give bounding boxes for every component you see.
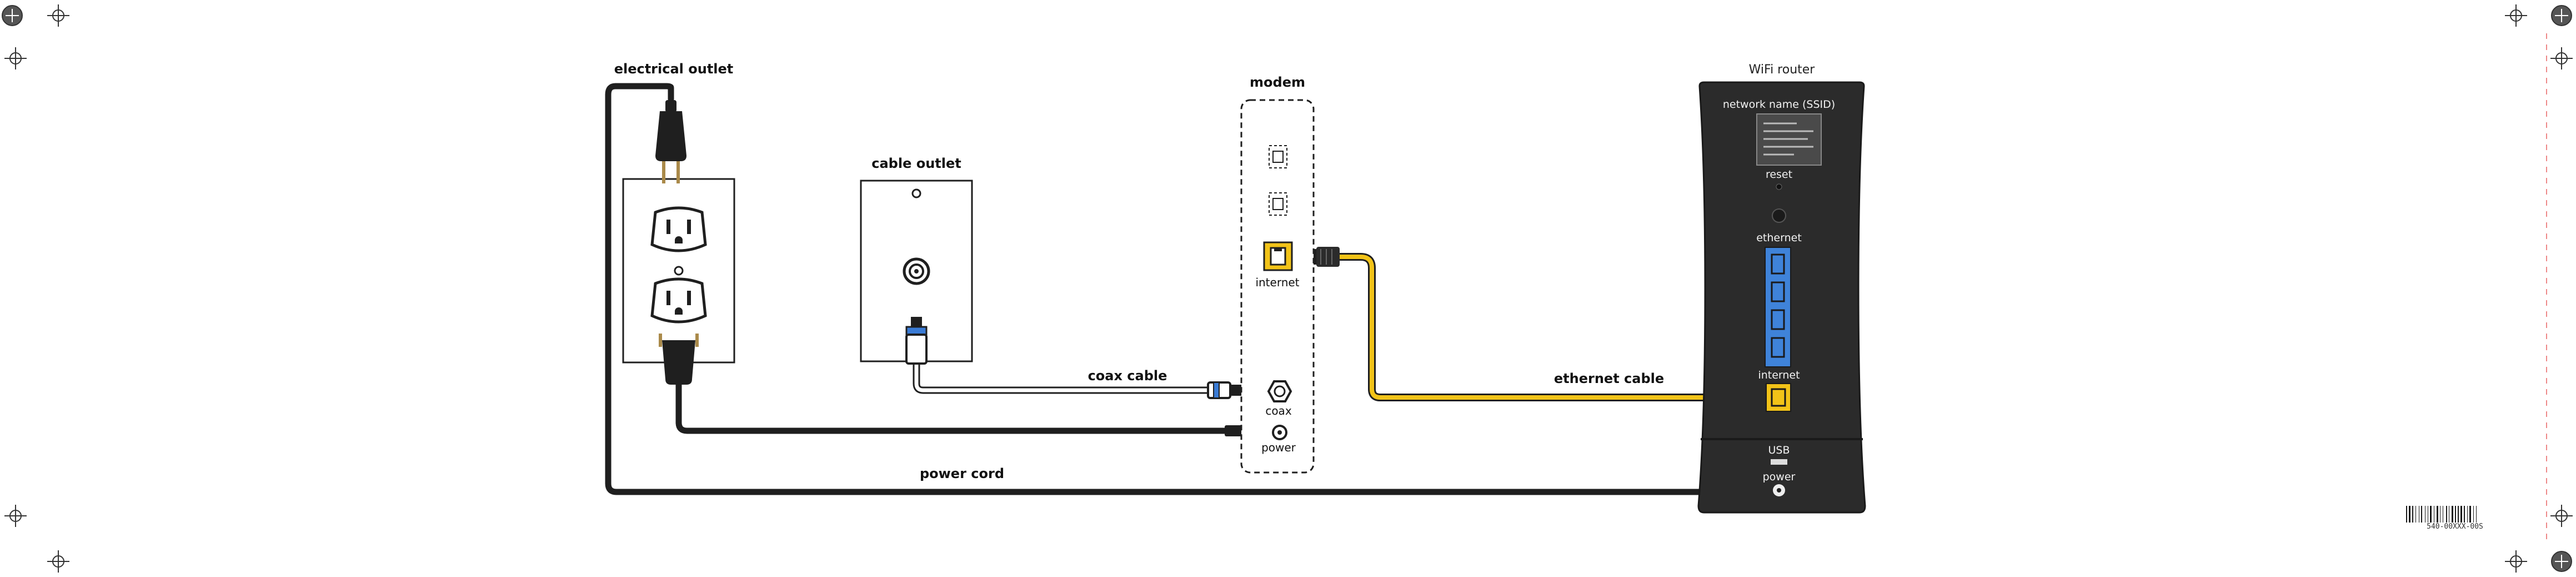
router-internet-port	[1766, 383, 1791, 412]
registration-marks	[2, 4, 2573, 573]
barcode-bar	[2415, 506, 2416, 523]
barcode-bar	[2460, 506, 2462, 523]
ethernet-cable-label: ethernet cable	[1554, 371, 1664, 386]
modem-coax-label: coax	[1265, 404, 1291, 417]
barcode-bar	[2455, 506, 2456, 523]
reg-mark-bottom-left	[47, 550, 69, 573]
router-reset-hole	[1776, 183, 1782, 190]
modem-power-port	[1272, 425, 1287, 440]
wifi-router: network name (SSID) reset ethernet inter…	[1697, 81, 1866, 514]
electrical-outlet	[622, 178, 735, 364]
cable-outlet-label: cable outlet	[871, 156, 961, 171]
reg-mark-bottom-right-a	[2505, 550, 2527, 573]
router-power-label: power	[1763, 471, 1796, 483]
barcode-bar	[2458, 506, 2459, 523]
reg-mark-right-upper	[2550, 47, 2573, 69]
modem-port-placeholder-1	[1269, 145, 1287, 168]
coax-cable	[913, 360, 1217, 394]
modem-coax-port	[1267, 380, 1292, 402]
barcode-bar	[2430, 506, 2432, 523]
barcode-bar	[2469, 506, 2471, 523]
modem-power-label: power	[1261, 441, 1296, 454]
reg-mark-top-right-b	[2551, 5, 2572, 26]
power-plug-top	[655, 100, 686, 183]
barcode: 540-00XXX-00S	[2406, 506, 2483, 531]
reg-mark-right-lower	[2550, 505, 2573, 527]
coax-connector-modem	[1207, 381, 1248, 399]
modem-label: modem	[1250, 74, 1305, 90]
router-usb-port	[1771, 459, 1787, 465]
reg-mark-top-left-b	[47, 4, 69, 27]
barcode-bar	[2452, 506, 2453, 523]
power-cord-router	[605, 83, 1725, 495]
reg-mark-top-right-a	[2505, 4, 2527, 27]
coax-connector-outlet	[905, 317, 928, 365]
wifi-router-label: WiFi router	[1749, 63, 1816, 77]
barcode-bar	[2476, 506, 2477, 523]
power-cord-modem	[675, 377, 1231, 434]
barcode-bar	[2409, 506, 2410, 523]
router-ethernet-label: ethernet	[1756, 232, 1802, 244]
barcode-bar	[2421, 506, 2422, 523]
barcode-bar	[2467, 506, 2468, 523]
electrical-outlet-label: electrical outlet	[614, 61, 734, 77]
modem-internet-label: internet	[1255, 276, 1299, 289]
reg-mark-top-left-a	[2, 5, 23, 26]
reg-mark-bottom-right-b	[2551, 551, 2572, 572]
modem: internet coax power	[1240, 99, 1315, 474]
reg-mark-left-upper	[4, 47, 27, 69]
router-ethernet-ports	[1765, 247, 1791, 367]
barcode-bar	[2437, 506, 2438, 523]
coax-cable-label: coax cable	[1088, 368, 1167, 384]
router-usb-label: USB	[1768, 444, 1790, 456]
power-plug-bottom	[659, 334, 699, 385]
modem-port-placeholder-2	[1269, 192, 1287, 216]
router-reset-label: reset	[1766, 168, 1792, 181]
barcode-bar	[2406, 506, 2407, 523]
modem-internet-port	[1263, 241, 1293, 271]
reg-mark-left-lower	[4, 505, 27, 527]
barcode-bar	[2412, 506, 2413, 523]
cable-outlet	[860, 180, 973, 362]
barcode-number: 540-00XXX-00S	[2427, 523, 2483, 531]
router-internet-label: internet	[1758, 369, 1800, 381]
barcode-bar	[2446, 506, 2447, 523]
barcode-bar	[2464, 506, 2465, 523]
barcode-bar	[2473, 506, 2474, 523]
power-cord-label: power cord	[920, 466, 1004, 481]
ssid-label: network name (SSID)	[1723, 98, 1835, 111]
router-wps-button	[1772, 208, 1786, 223]
